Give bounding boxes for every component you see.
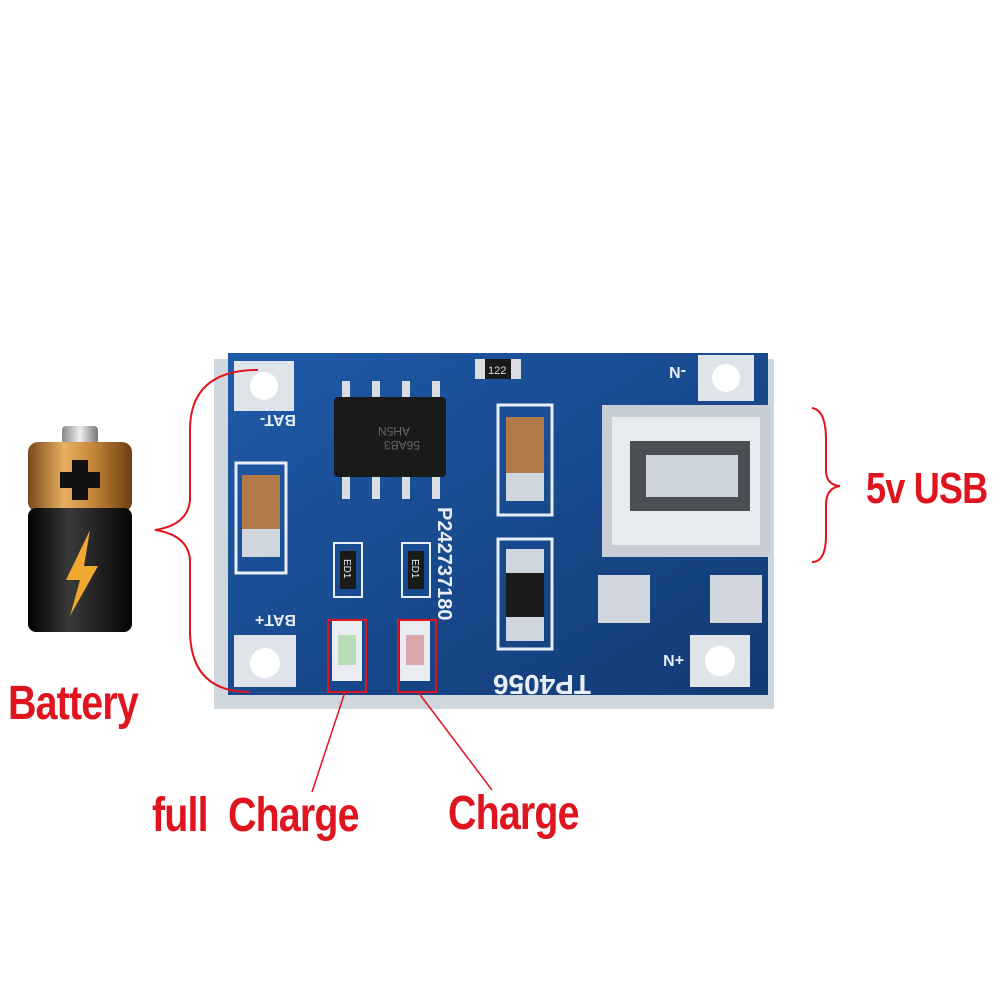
battery-label: Battery	[8, 677, 139, 730]
plus-icon	[60, 460, 100, 500]
in-minus-label: -N	[669, 363, 686, 380]
chip-marking-2: 56AB3	[384, 438, 420, 452]
charge-pointer	[417, 691, 493, 791]
chip-marking-1: AH5N	[378, 424, 410, 438]
model-label: TP4056	[493, 669, 591, 700]
charger-ic	[334, 381, 446, 499]
serial-label: P242737180	[433, 507, 455, 620]
in-plus-label: +N	[663, 651, 684, 668]
charge-label: Charge	[448, 787, 580, 840]
tp4056-board: AH5N 56AB3 122 BAT- BAT+ -N +N TP4056 P2…	[214, 353, 774, 709]
usb-brace	[811, 407, 841, 563]
full-charge-pointer	[311, 691, 346, 793]
battery-brace	[154, 369, 259, 693]
charge-led-box	[397, 619, 437, 693]
full-charge-label: full Charge	[152, 789, 359, 842]
lightning-bolt-icon	[66, 530, 98, 616]
mini-usb-connector	[598, 405, 770, 623]
resistor-top-marking: 122	[488, 365, 506, 377]
led-marking-2: ED1	[409, 559, 420, 579]
bat-plus-label: BAT+	[255, 611, 296, 628]
led-marking-1: ED1	[341, 559, 352, 579]
bat-minus-label: BAT-	[260, 411, 296, 428]
usb-label: 5v USB	[866, 464, 988, 513]
battery-icon	[28, 426, 132, 632]
full-charge-led-box	[327, 619, 367, 693]
